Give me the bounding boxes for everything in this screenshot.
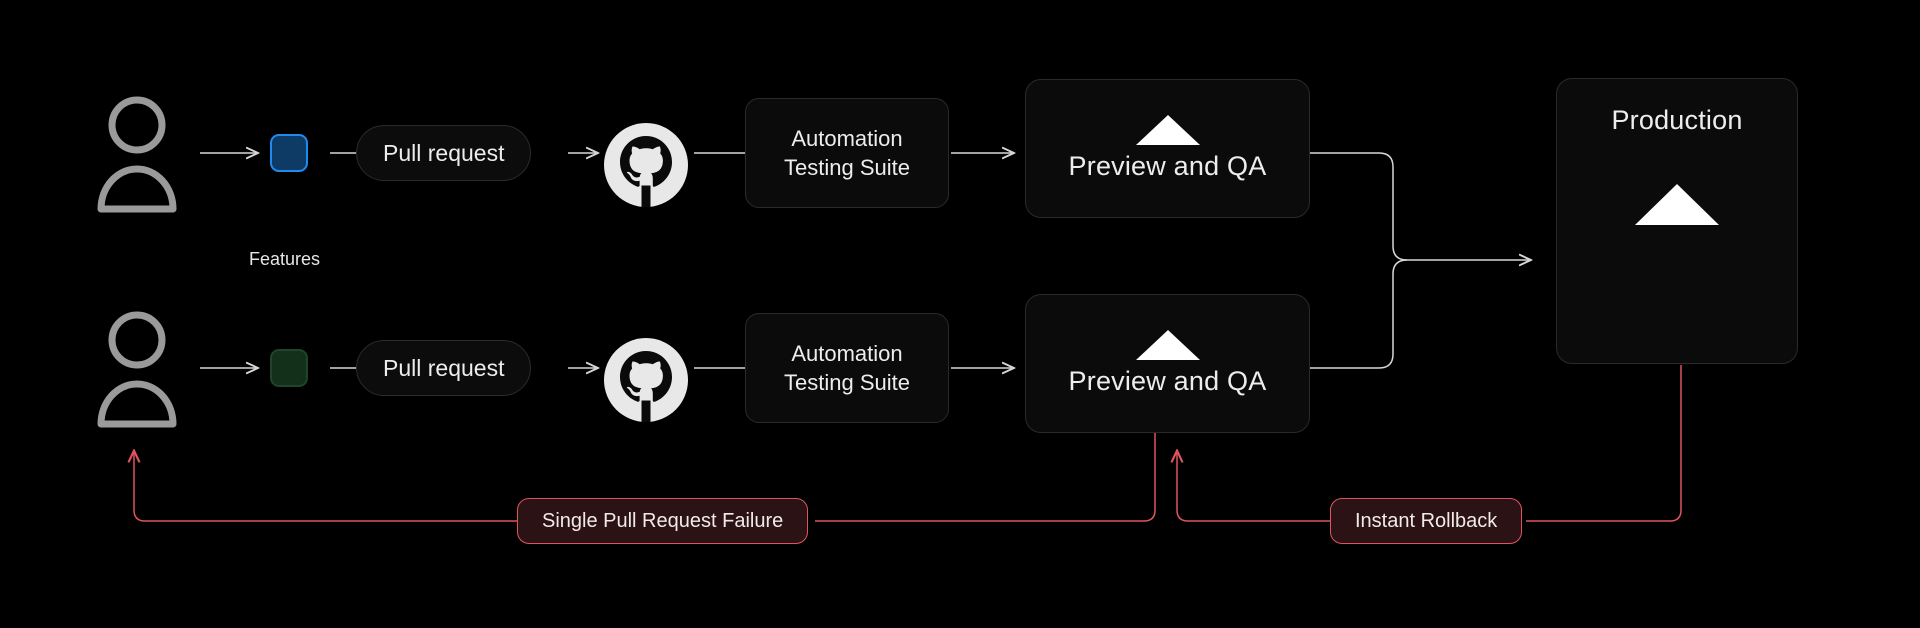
pull-request-pill-1[interactable]: Pull request bbox=[356, 125, 532, 181]
testing-line-1: Automation bbox=[791, 125, 903, 151]
status-chip-green[interactable] bbox=[270, 349, 308, 387]
wire-rollback-to-preview2 bbox=[1177, 452, 1330, 522]
github-icon-2 bbox=[604, 338, 688, 422]
preview-and-qa-box-2: Preview and QA bbox=[1025, 294, 1310, 433]
testing-line-2: Testing Suite bbox=[784, 155, 910, 180]
preview-and-qa-box-1: Preview and QA bbox=[1025, 79, 1310, 218]
wire-failure-to-person2 bbox=[134, 452, 517, 522]
failure-label: Single Pull Request Failure bbox=[542, 509, 784, 532]
preview-label: Preview and QA bbox=[1068, 366, 1267, 396]
user-icon-2 bbox=[96, 310, 178, 428]
github-icon bbox=[604, 123, 688, 207]
user-icon bbox=[96, 95, 178, 213]
vercel-triangle-icon bbox=[1135, 115, 1200, 145]
wire-preview2-to-production bbox=[1310, 259, 1408, 369]
single-pull-request-failure-pill[interactable]: Single Pull Request Failure bbox=[517, 498, 809, 544]
wire-preview2-to-failure bbox=[815, 432, 1156, 522]
pull-request-label: Pull request bbox=[383, 354, 505, 381]
production-box: Production bbox=[1556, 78, 1798, 364]
production-label: Production bbox=[1611, 105, 1743, 135]
vercel-triangle-icon bbox=[1635, 184, 1719, 225]
rollback-label: Instant Rollback bbox=[1355, 509, 1498, 532]
vercel-triangle-icon bbox=[1135, 330, 1200, 360]
features-caption: Features bbox=[249, 249, 321, 269]
preview-label: Preview and QA bbox=[1068, 151, 1267, 181]
automation-testing-suite-box-2: Automation Testing Suite bbox=[745, 313, 949, 423]
testing-line-2: Testing Suite bbox=[784, 370, 910, 395]
testing-line-1: Automation bbox=[791, 340, 903, 366]
wire-production-to-rollback bbox=[1526, 365, 1682, 522]
pull-request-pill-2[interactable]: Pull request bbox=[356, 340, 532, 396]
status-chip-blue[interactable] bbox=[270, 134, 308, 172]
wire-preview1-to-production bbox=[1310, 152, 1531, 260]
instant-rollback-pill[interactable]: Instant Rollback bbox=[1330, 498, 1523, 544]
pull-request-label: Pull request bbox=[383, 139, 505, 166]
automation-testing-suite-box-1: Automation Testing Suite bbox=[745, 98, 949, 208]
